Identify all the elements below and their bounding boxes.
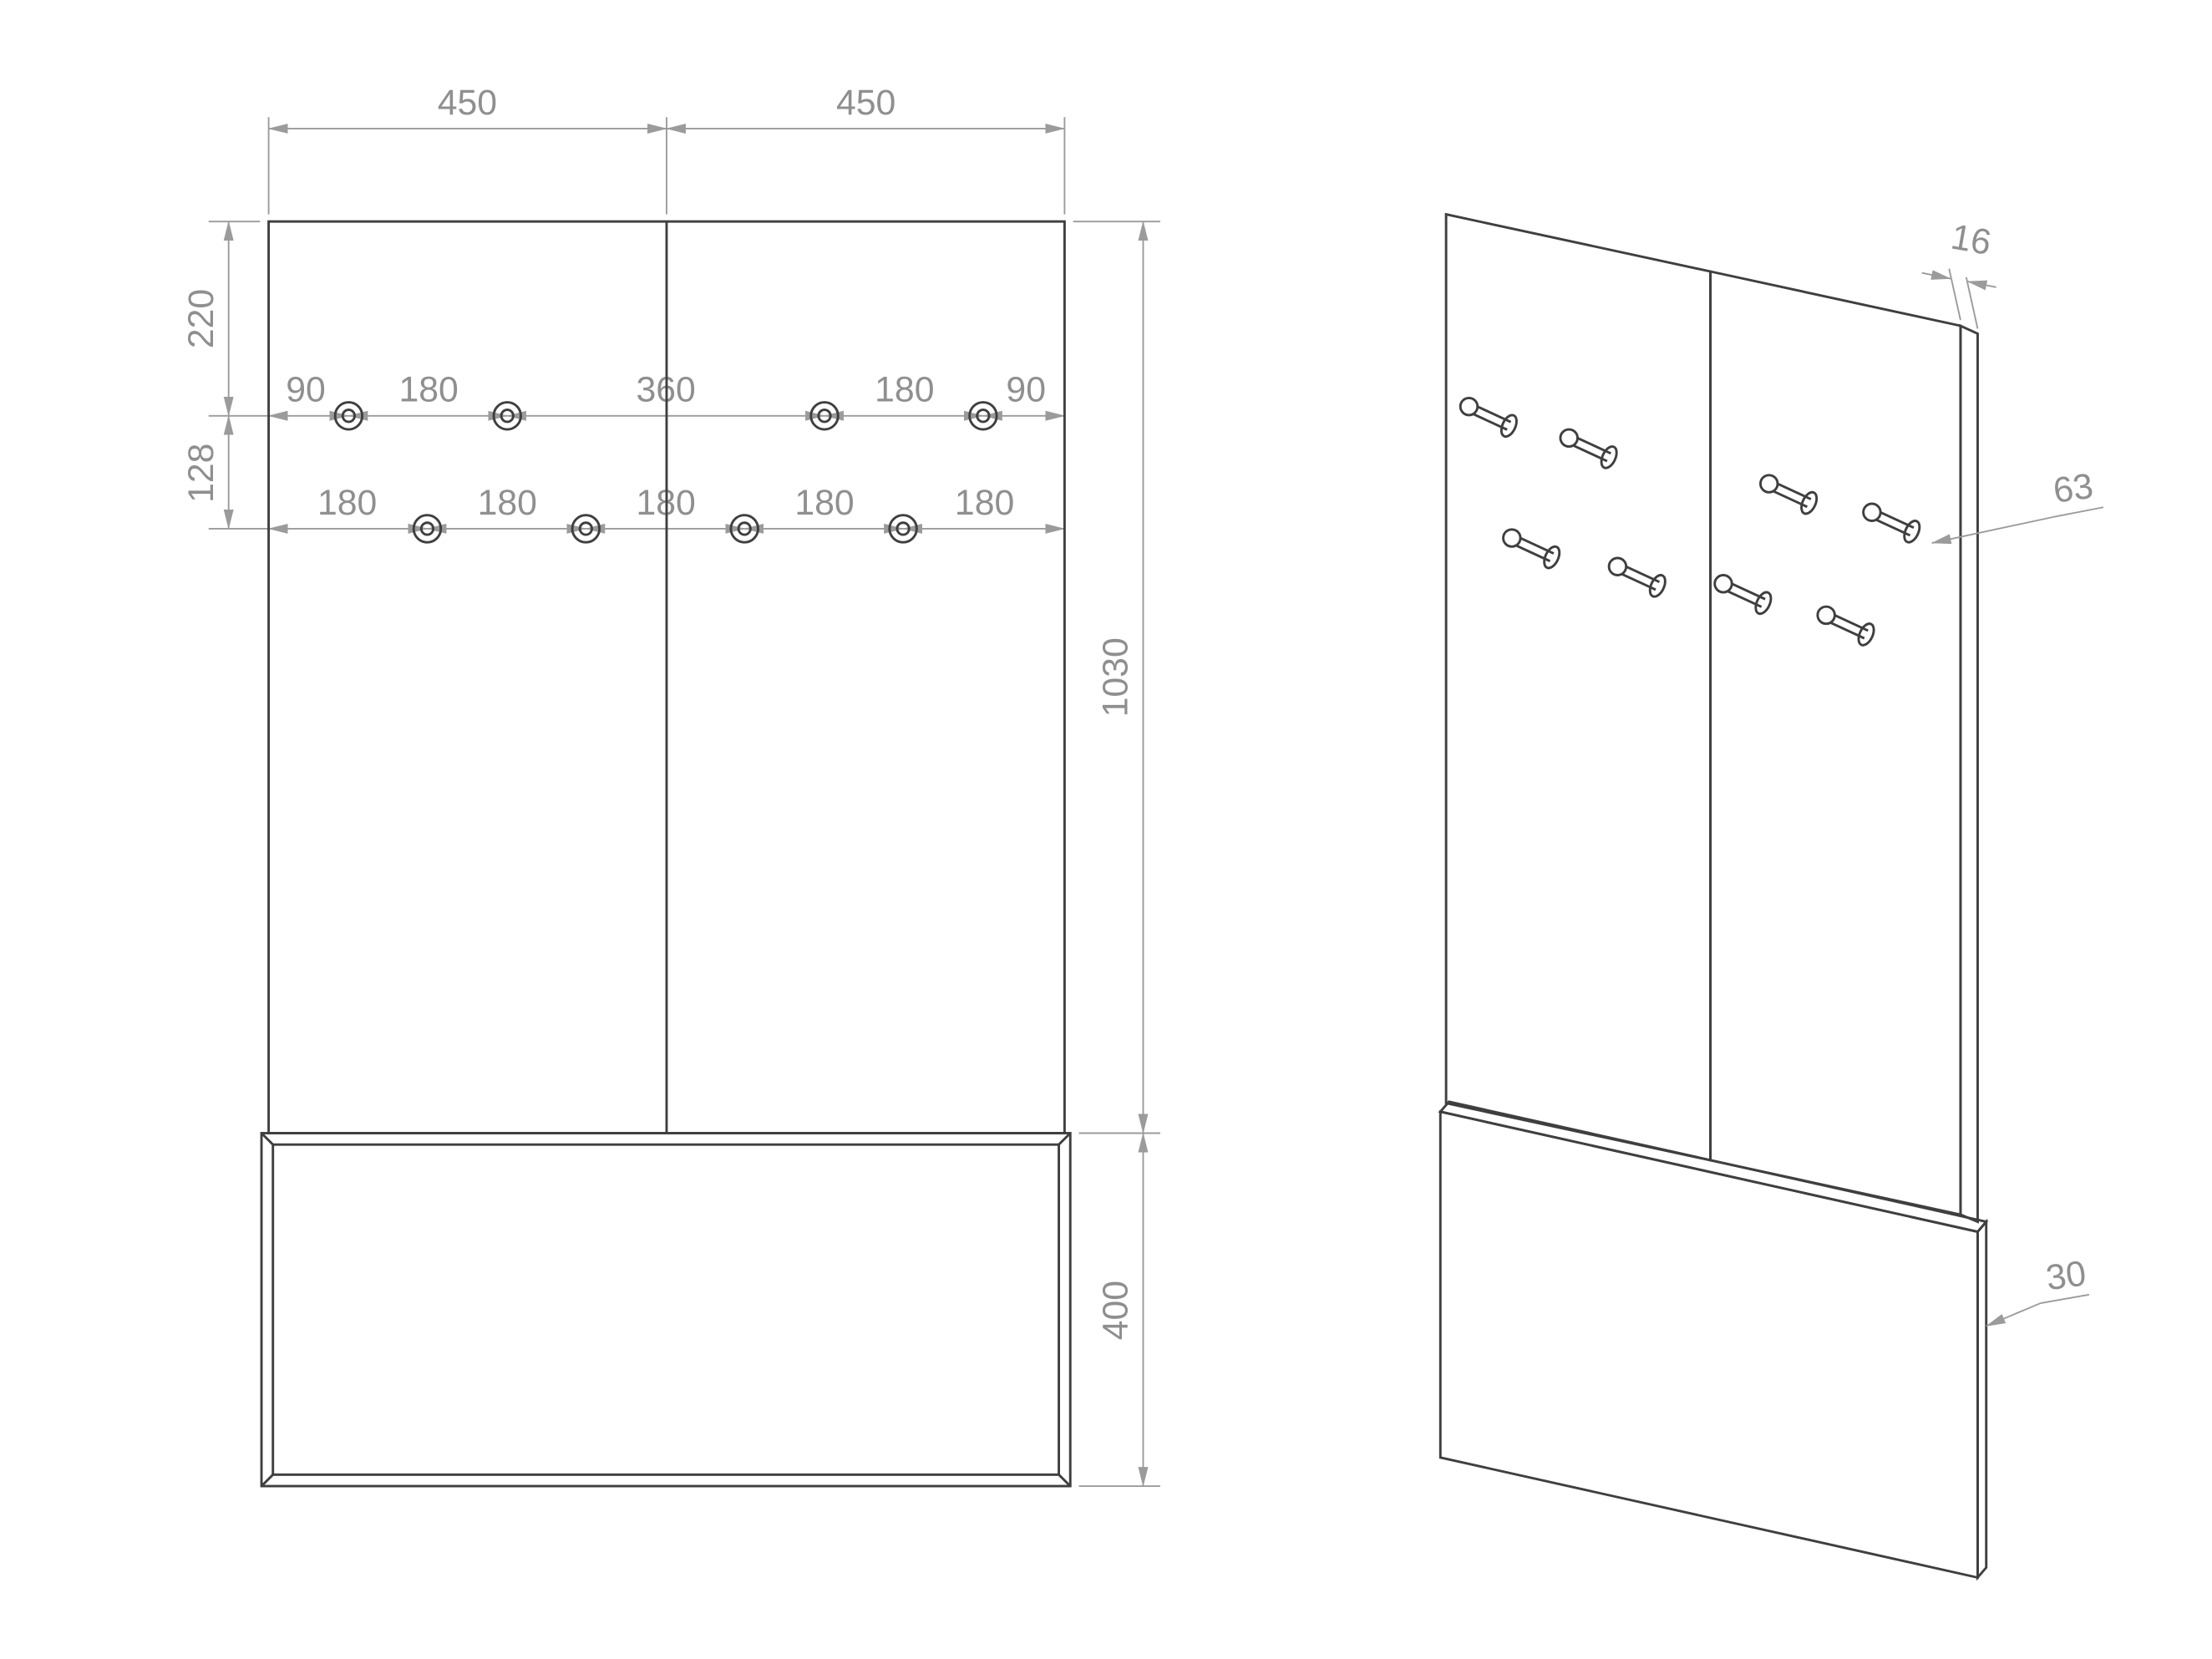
side-view: 16 63 30: [1438, 212, 2104, 1581]
dim-label-bench-30: 30: [2043, 1253, 2088, 1298]
dim-label-offset-220: 220: [181, 289, 221, 348]
bench-front-outline: [260, 1132, 1072, 1488]
bench-miter-bl: [261, 1474, 274, 1488]
dim-label-width-left: 450: [438, 83, 497, 123]
dim-label-height-400: 400: [1096, 1281, 1136, 1340]
front-view: 450 450 220 128 90 180 360 180 90: [181, 83, 1161, 1488]
side-bench-thickness-edge: [1976, 1218, 1988, 1581]
dim-label-width-right: 450: [836, 83, 895, 123]
dim-label-r1-180b: 180: [875, 370, 934, 410]
bench-miter-br: [1058, 1474, 1072, 1488]
dim-label-r2-180d: 180: [794, 483, 854, 523]
dim-hook-length: [1930, 506, 2104, 545]
dim-label-r1-90a: 90: [286, 370, 326, 410]
dim-label-r1-180a: 180: [399, 370, 459, 410]
dim-bench-thickness: [1985, 1293, 2090, 1327]
dim-top-widths: [267, 117, 1066, 215]
dim-label-r1-90b: 90: [1006, 370, 1046, 410]
dim-label-r2-180a: 180: [317, 483, 377, 523]
dim-panel-thickness: [1921, 268, 1996, 329]
bench-miter-tl: [261, 1132, 274, 1146]
bench-miter-tr: [1058, 1132, 1072, 1146]
dim-label-r2-180b: 180: [478, 483, 537, 523]
front-part: [260, 220, 1072, 1488]
dim-left-offsets: [208, 221, 261, 530]
bench-front-inner: [271, 1143, 1061, 1476]
dim-label-offset-128: 128: [181, 444, 221, 503]
dim-right-heights: [1073, 221, 1161, 1488]
side-panel-thickness-edge: [1959, 323, 1979, 1224]
dim-label-thickness-16: 16: [1948, 217, 1994, 264]
side-part: [1438, 212, 1989, 1581]
dim-label-height-1030: 1030: [1096, 637, 1136, 717]
dim-label-r2-180e: 180: [955, 483, 1014, 523]
dim-label-hook-63: 63: [2051, 466, 2096, 511]
